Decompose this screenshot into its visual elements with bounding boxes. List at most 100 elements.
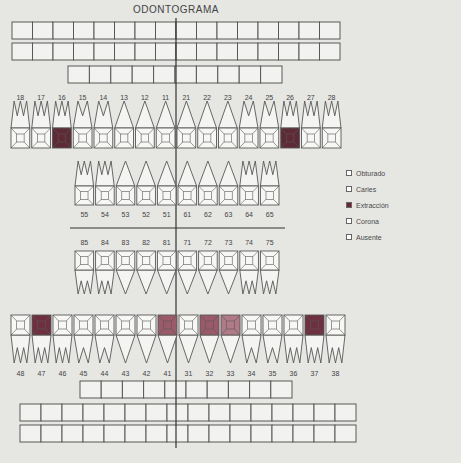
tooth — [260, 251, 279, 294]
tooth-crown — [137, 186, 156, 205]
tooth-root — [95, 335, 114, 363]
record-box — [230, 425, 251, 442]
tooth-crown — [73, 128, 92, 148]
record-box — [104, 425, 125, 442]
record-box — [62, 425, 83, 442]
occlusal-surface — [332, 321, 340, 329]
tooth-crown — [198, 128, 217, 148]
record-box — [156, 43, 177, 60]
tooth — [53, 315, 72, 363]
tooth-root — [263, 335, 282, 363]
record-box — [176, 43, 197, 60]
tooth-number: 83 — [122, 239, 130, 246]
tooth — [177, 101, 196, 148]
tooth — [263, 315, 282, 363]
occlusal-surface — [163, 192, 170, 200]
tooth — [302, 101, 321, 148]
tooth-crown — [156, 128, 175, 148]
record-box — [299, 43, 320, 60]
record-box — [125, 404, 146, 421]
surface-lines — [284, 315, 303, 335]
box-row — [20, 425, 356, 442]
tooth-crown — [322, 128, 341, 148]
tooth-root — [158, 335, 177, 363]
tooth-root — [178, 161, 197, 186]
occlusal-surface — [248, 321, 256, 329]
record-box — [12, 43, 33, 60]
surface-lines — [11, 128, 30, 148]
record-box — [251, 404, 272, 421]
tooth-crown — [242, 315, 261, 335]
tooth-crown — [116, 251, 135, 270]
tooth-crown — [32, 128, 51, 148]
tooth-number: 71 — [183, 239, 191, 246]
tooth — [137, 161, 156, 205]
occlusal-surface — [142, 257, 149, 265]
occlusal-surface — [307, 134, 315, 142]
record-box — [146, 404, 167, 421]
tooth-crown — [95, 315, 114, 335]
tooth-root — [157, 161, 176, 186]
tooth — [11, 101, 30, 148]
tooth-number: 35 — [269, 370, 277, 377]
surface-lines — [115, 128, 134, 148]
occlusal-surface — [245, 257, 252, 265]
tooth-root — [240, 270, 259, 294]
surface-lines — [260, 128, 279, 148]
tooth — [239, 101, 258, 148]
record-box — [154, 66, 175, 83]
surface-lines — [219, 251, 238, 270]
record-box — [188, 425, 209, 442]
tooth — [75, 251, 94, 294]
tooth-root — [53, 101, 72, 128]
occlusal-surface — [203, 134, 211, 142]
tooth-number: 23 — [224, 94, 232, 101]
record-box — [261, 66, 282, 83]
tooth-number: 27 — [307, 94, 315, 101]
tooth-crown — [157, 251, 176, 270]
surface-lines — [177, 128, 196, 148]
occlusal-surface — [164, 321, 172, 329]
tooth-number: 51 — [163, 211, 171, 218]
occlusal-surface — [17, 134, 25, 142]
tooth — [116, 315, 135, 363]
tooth — [322, 101, 341, 148]
tooth-crown — [240, 251, 259, 270]
tooth — [178, 251, 197, 294]
legend-text: Ausente — [356, 234, 382, 241]
record-box — [271, 381, 292, 398]
record-box — [115, 43, 136, 60]
tooth — [284, 315, 303, 363]
record-box — [167, 404, 188, 421]
occlusal-surface — [59, 321, 67, 329]
record-box — [135, 22, 156, 39]
surface-lines — [260, 251, 279, 270]
tooth-crown — [75, 186, 94, 205]
record-box — [217, 22, 238, 39]
occlusal-surface — [184, 192, 191, 200]
tooth-crown — [302, 128, 321, 148]
record-box — [197, 43, 218, 60]
tooth-crown — [179, 315, 198, 335]
record-box — [146, 425, 167, 442]
tooth-number: 17 — [37, 94, 45, 101]
tooth-number: 53 — [122, 211, 130, 218]
occlusal-surface — [227, 321, 235, 329]
surface-lines — [137, 186, 156, 205]
tooth-root — [239, 101, 258, 128]
occlusal-surface — [266, 192, 273, 200]
tooth-crown — [53, 128, 72, 148]
surface-lines — [74, 315, 93, 335]
tooth-row — [11, 101, 341, 148]
tooth — [199, 161, 218, 205]
occlusal-surface — [58, 134, 66, 142]
occlusal-surface — [290, 321, 298, 329]
tooth — [157, 161, 176, 205]
record-box — [314, 425, 335, 442]
tooth-root — [75, 270, 94, 294]
record-box — [89, 66, 110, 83]
legend-text: Extracción — [356, 202, 389, 209]
surface-lines — [94, 128, 113, 148]
surface-lines — [199, 251, 218, 270]
